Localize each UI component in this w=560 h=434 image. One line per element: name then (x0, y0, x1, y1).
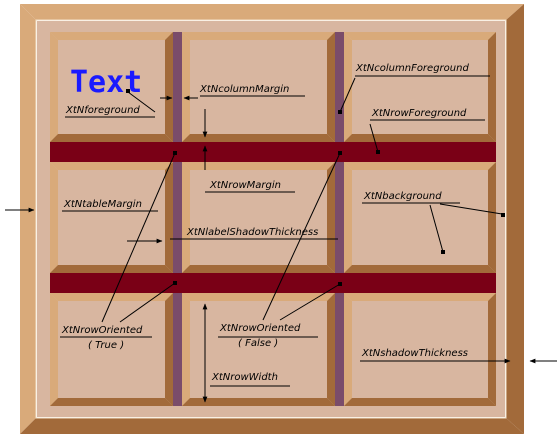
label-table-margin: XtNtableMargin (63, 199, 142, 210)
cell-r2-c2 (182, 162, 335, 273)
label-column-foreground: XtNcolumnForeground (355, 63, 469, 74)
cell-r3-c1 (50, 293, 173, 406)
cell-r1-c3 (344, 32, 496, 142)
column-separator-2 (335, 32, 344, 406)
label-row-margin: XtNrowMargin (209, 180, 281, 191)
label-row-oriented-false: XtNrowOriented (219, 323, 301, 334)
label-shadow-thickness: XtNshadowThickness (361, 348, 468, 359)
label-row-foreground: XtNrowForeground (371, 108, 467, 119)
frame-right-bevel (506, 4, 524, 434)
label-row-width: XtNrowWidth (211, 372, 278, 383)
cell-r1-c1 (50, 32, 173, 142)
frame-inner-outline (35, 19, 507, 419)
column-separator-1 (173, 32, 182, 406)
cell-r2-c1 (50, 162, 173, 273)
cell-r1-c2 (182, 32, 335, 142)
row-separator-2 (50, 273, 496, 293)
label-foreground: XtNforeground (65, 105, 140, 116)
label-column-margin: XtNcolumnMargin (199, 84, 289, 95)
frame-top-bevel (20, 4, 524, 20)
label-row-oriented-true: XtNrowOriented (61, 325, 143, 336)
cell-r3-c2 (182, 293, 335, 406)
label-label-shadow-thickness: XtNlabelShadowThickness (186, 227, 318, 238)
frame-bottom-bevel (20, 418, 524, 434)
annotation-points (126, 89, 505, 286)
cell-r3-c3 (344, 293, 496, 406)
cell-r2-c3 (344, 162, 496, 273)
label-background: XtNbackground (363, 191, 442, 202)
row-separator-1 (50, 142, 496, 162)
annotation-lines (5, 75, 557, 403)
label-row-oriented-false-value: ( False ) (238, 338, 278, 349)
frame-left-bevel (20, 4, 36, 434)
label-row-oriented-true-value: ( True ) (88, 340, 124, 351)
